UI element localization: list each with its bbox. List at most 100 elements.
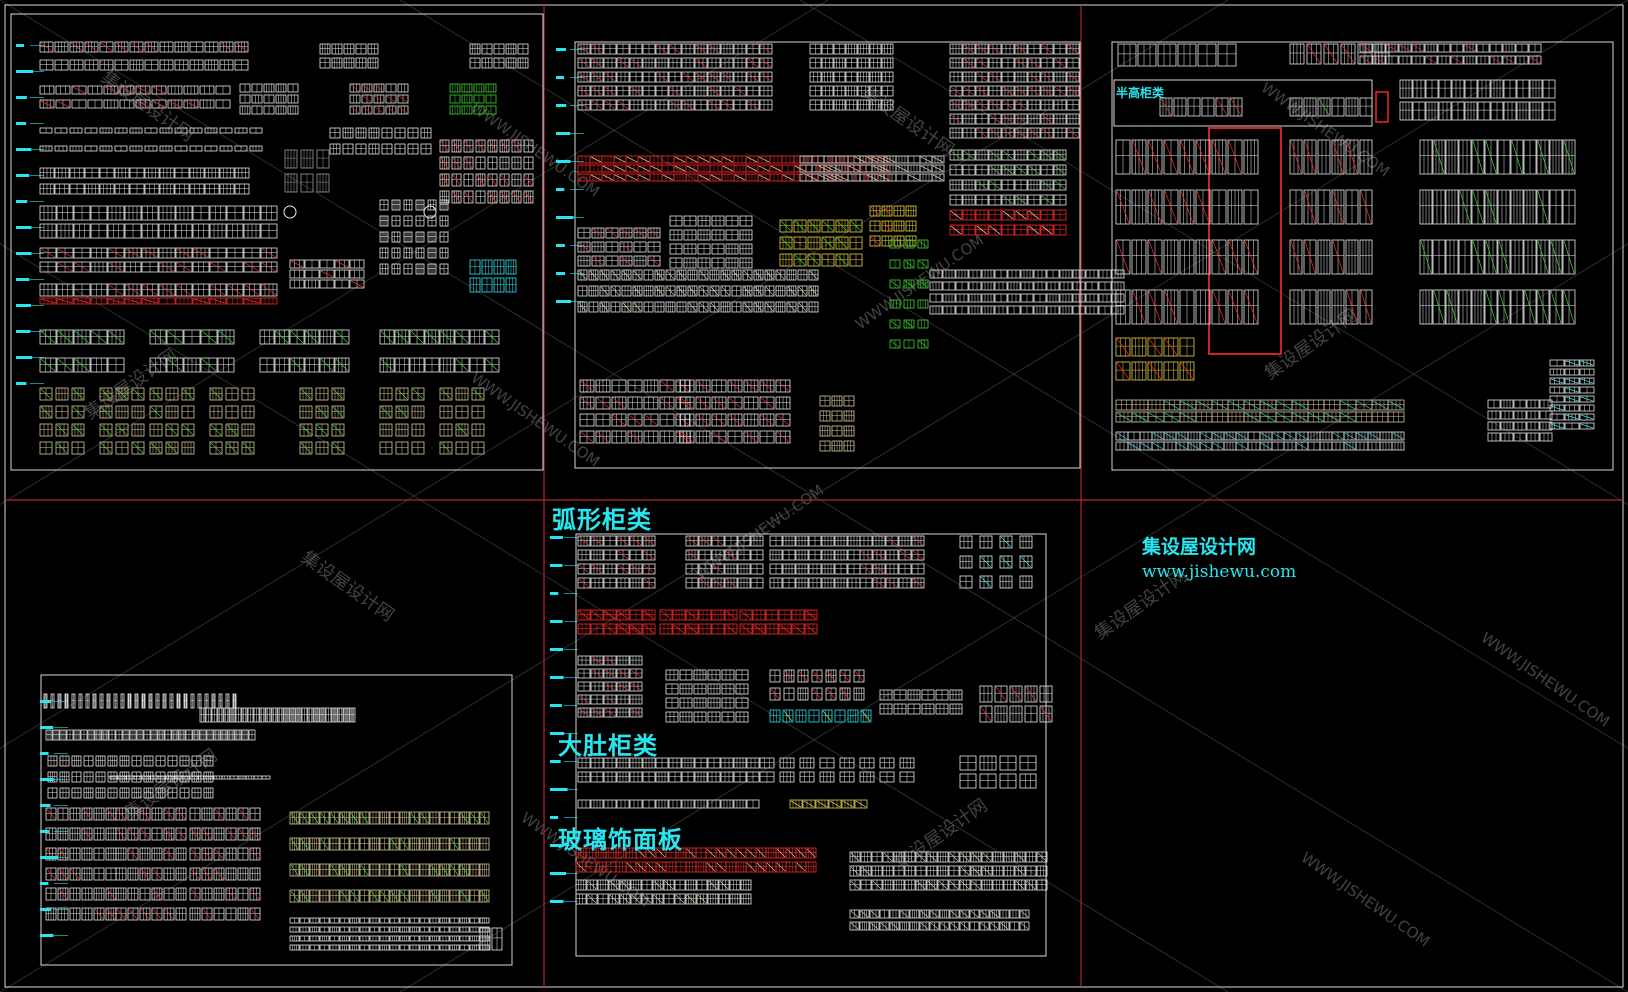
cabinet-block — [843, 440, 855, 452]
dimension-tag — [16, 226, 32, 229]
cabinet-row — [319, 43, 379, 55]
cabinet-block — [463, 139, 474, 153]
watermark-text: 集设屋设计网 — [297, 547, 398, 626]
cabinet-row — [39, 423, 85, 437]
dimension-tag — [556, 132, 571, 135]
cabinet-accent — [100, 424, 112, 436]
cabinet-row — [577, 164, 891, 173]
cabinet-accent — [130, 42, 143, 52]
cabinet-accent — [412, 388, 424, 400]
cabinet-block — [711, 229, 725, 241]
cabinet-block — [144, 183, 160, 195]
cabinet-block — [55, 423, 69, 437]
cabinet-accent — [40, 330, 56, 344]
cabinet-row — [209, 405, 255, 419]
cabinet-block — [833, 85, 846, 97]
cabinet-accent — [743, 302, 752, 312]
cabinet-accent — [633, 270, 642, 280]
cabinet-accent — [201, 330, 217, 344]
cabinet-block — [1046, 305, 1060, 315]
cabinet-row — [284, 149, 330, 169]
cabinet-row — [439, 156, 534, 170]
cabinet-block — [73, 223, 91, 239]
cabinet-block — [1007, 269, 1021, 279]
cabinet-accent — [300, 388, 312, 400]
cabinet-block — [39, 357, 57, 373]
cabinet-accent — [316, 406, 328, 418]
sheet-frames — [4, 4, 1624, 988]
cabinet-accent — [57, 358, 73, 372]
cabinet-block — [361, 105, 373, 115]
cabinet-accent — [656, 72, 668, 82]
cabinet-accent — [950, 150, 962, 160]
cabinet-block — [135, 85, 151, 95]
cabinet-block — [217, 357, 235, 373]
cabinet-accent — [132, 442, 144, 454]
cabinet-row — [577, 285, 819, 297]
cabinet-block — [149, 387, 163, 401]
cabinet-row — [819, 440, 855, 452]
cabinet-block — [427, 199, 437, 211]
cabinet-block — [629, 99, 643, 111]
cabinet-accent — [452, 174, 461, 186]
cabinet-row — [779, 253, 863, 267]
cabinet-accent — [176, 248, 192, 258]
cabinet-accent — [395, 330, 409, 344]
cabinet-row — [379, 357, 500, 373]
cabinet-accent — [332, 424, 344, 436]
cabinet-block — [260, 261, 278, 273]
cabinet-accent — [633, 302, 642, 312]
cabinet-accent — [476, 174, 485, 186]
cabinet-accent — [374, 95, 384, 103]
dimension-tag — [556, 244, 565, 247]
cabinet-row — [439, 190, 534, 204]
cabinet-accent — [696, 397, 710, 409]
cabinet-block — [681, 43, 695, 55]
cabinet-block — [99, 59, 114, 71]
cabinet-accent — [100, 406, 112, 418]
sheet-frame — [574, 41, 1081, 469]
cabinet-block — [451, 156, 462, 170]
cabinet-block — [733, 155, 747, 164]
cabinet-block — [629, 57, 643, 69]
cabinet-row — [929, 281, 1125, 291]
cabinet-accent — [40, 406, 52, 418]
cabinet-row — [299, 423, 345, 437]
cabinet-block — [403, 199, 413, 211]
cabinet-accent — [152, 86, 166, 94]
cabinet-accent — [386, 106, 396, 114]
cabinet-accent — [708, 100, 720, 110]
cabinet-accent — [332, 388, 344, 400]
cabinet-block — [349, 269, 365, 279]
cabinet-block — [56, 283, 74, 297]
cabinet-accent — [201, 358, 217, 372]
cabinet-block — [315, 387, 329, 401]
cabinet-accent — [822, 237, 834, 249]
cabinet-accent — [386, 95, 396, 103]
cabinet-row — [669, 215, 753, 227]
cabinet-block — [349, 259, 365, 269]
cabinet-block — [391, 247, 401, 259]
cabinet-row — [259, 329, 350, 345]
cabinet-accent — [747, 100, 759, 110]
cabinet-accent — [40, 248, 56, 258]
cabinet-accent — [1015, 58, 1027, 68]
cabinet-block — [209, 405, 223, 419]
cabinet-block — [259, 329, 275, 345]
cabinet-block — [493, 277, 505, 293]
cabinet-row — [379, 441, 425, 455]
cabinet-row — [329, 143, 432, 155]
cabinet-block — [334, 269, 350, 279]
cabinet-row — [39, 405, 85, 419]
cabinet-accent — [476, 140, 485, 152]
cabinet-row — [99, 423, 145, 437]
cabinet-row — [439, 387, 485, 401]
cabinet-accent — [300, 424, 312, 436]
dimension-tag — [16, 148, 32, 151]
cabinet-row — [799, 164, 945, 173]
cabinet-block — [397, 83, 409, 93]
cabinet-accent — [410, 330, 424, 344]
cabinet-row — [439, 139, 534, 153]
cabinet-block — [209, 283, 227, 297]
